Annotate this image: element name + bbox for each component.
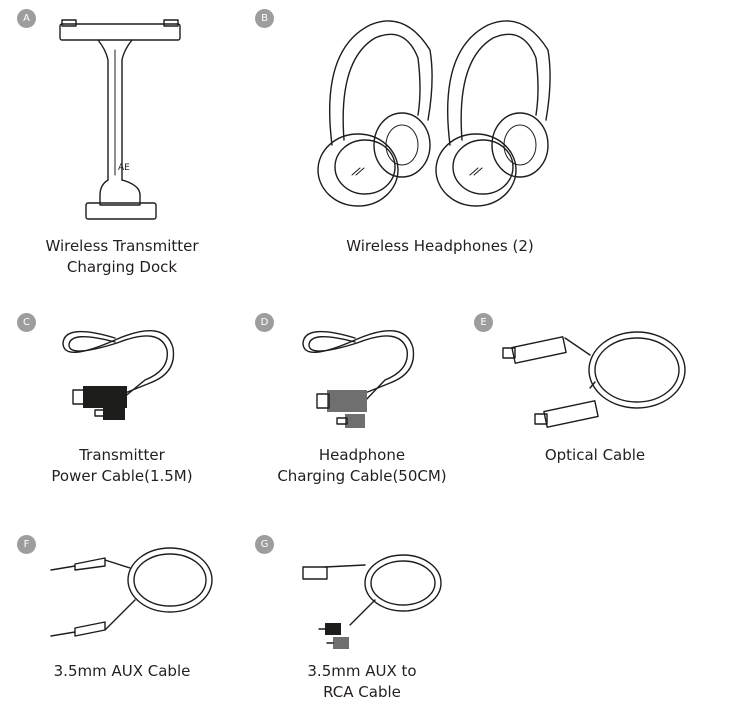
svg-text:AE: AE [118, 163, 130, 173]
badge-f: F [17, 535, 36, 554]
caption-b: Wireless Headphones (2) [346, 237, 534, 255]
caption-e: Optical Cable [544, 446, 646, 464]
usb-cable-c-illustration [62, 330, 175, 420]
headphones-illustration [317, 20, 551, 207]
badge-g: G [255, 535, 274, 554]
aux-cable-illustration [50, 547, 213, 637]
badge-e: E [474, 313, 493, 332]
aux-rca-cable-illustration [302, 554, 442, 649]
badge-c: C [17, 313, 36, 332]
badge-b: B [255, 9, 274, 28]
badge-d: D [255, 313, 274, 332]
usb-cable-d-illustration [302, 330, 415, 428]
optical-cable-illustration [502, 331, 686, 428]
caption-f: 3.5mm AUX Cable [53, 662, 191, 680]
badge-a: A [17, 9, 36, 28]
charging-dock-illustration: AE [59, 19, 181, 220]
